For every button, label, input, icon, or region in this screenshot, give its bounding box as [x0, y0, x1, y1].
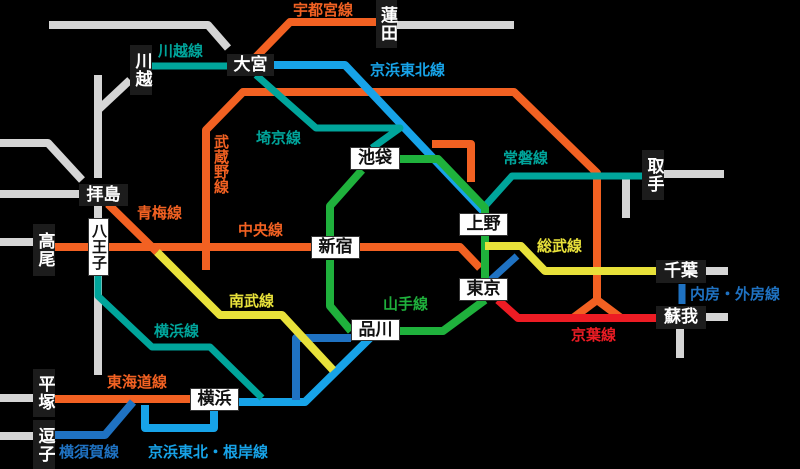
- line-yamanote[interactable]: [326, 155, 489, 335]
- label-keiyo-line: 京葉線: [571, 326, 617, 344]
- label-yokohama-line: 横浜線: [154, 322, 200, 340]
- label-uchibo-sotobo-line: 内房・外房線: [690, 285, 781, 303]
- line-joban[interactable]: [483, 172, 642, 208]
- station-kawagoe[interactable]: 川越: [130, 45, 152, 95]
- station-toride[interactable]: 取手: [642, 150, 664, 200]
- line-nambu[interactable]: [154, 249, 336, 373]
- label-kawagoe-line: 川越線: [158, 42, 204, 60]
- label-musashino-line: 武蔵野線: [212, 134, 230, 194]
- station-ikebukuro[interactable]: 池袋: [350, 147, 400, 170]
- station-shinagawa[interactable]: 品川: [351, 319, 400, 341]
- line-saikyo[interactable]: [253, 72, 404, 151]
- line-yokohama[interactable]: [94, 276, 265, 401]
- label-sobu-line: 総武線: [537, 237, 583, 255]
- line-sobu[interactable]: [485, 242, 656, 275]
- label-nambu-line: 南武線: [229, 292, 275, 310]
- gray-connector-lines: [0, 21, 728, 440]
- line-utsunomiya-ueno[interactable]: [432, 140, 475, 182]
- label-tokaido-line: 東海道線: [107, 373, 168, 391]
- label-yokosuka-line: 横須賀線: [59, 443, 120, 461]
- station-ueno[interactable]: 上野: [459, 213, 508, 236]
- station-haijima[interactable]: 拝島: [79, 184, 128, 206]
- station-zushi[interactable]: 逗子: [33, 420, 55, 469]
- station-hiratsuka[interactable]: 平塚: [33, 369, 55, 417]
- station-shinjuku[interactable]: 新宿: [311, 236, 360, 259]
- station-tokyo[interactable]: 東京: [459, 278, 508, 301]
- station-soga[interactable]: 蘇我: [656, 306, 706, 329]
- station-hasuda[interactable]: 蓮田: [376, 0, 397, 48]
- label-keihin-tohoku-line: 京浜東北線: [370, 61, 446, 79]
- line-musashino[interactable]: [202, 88, 624, 322]
- label-saikyo-line: 埼京線: [256, 129, 302, 147]
- line-utsunomiya[interactable]: [252, 18, 380, 61]
- label-ome-line: 青梅線: [137, 204, 183, 222]
- label-joban-line: 常磐線: [503, 149, 549, 167]
- station-takao[interactable]: 高尾: [33, 224, 55, 276]
- line-keihin-negishi[interactable]: [141, 335, 373, 432]
- label-utsunomiya-line: 宇都宮線: [293, 1, 354, 19]
- label-yamanote-line: 山手線: [383, 295, 429, 313]
- line-chuo[interactable]: [54, 243, 483, 271]
- station-omiya[interactable]: 大宮: [227, 54, 274, 76]
- line-yokosuka[interactable]: [54, 334, 351, 439]
- station-yokohama[interactable]: 横浜: [190, 388, 239, 411]
- label-chuo-line: 中央線: [238, 221, 284, 239]
- station-chiba[interactable]: 千葉: [656, 260, 706, 283]
- label-keihin-tohoku-negishi-line: 京浜東北・根岸線: [148, 443, 269, 461]
- station-hachioji[interactable]: 八王子: [88, 218, 109, 276]
- line-keiyo[interactable]: [495, 297, 656, 322]
